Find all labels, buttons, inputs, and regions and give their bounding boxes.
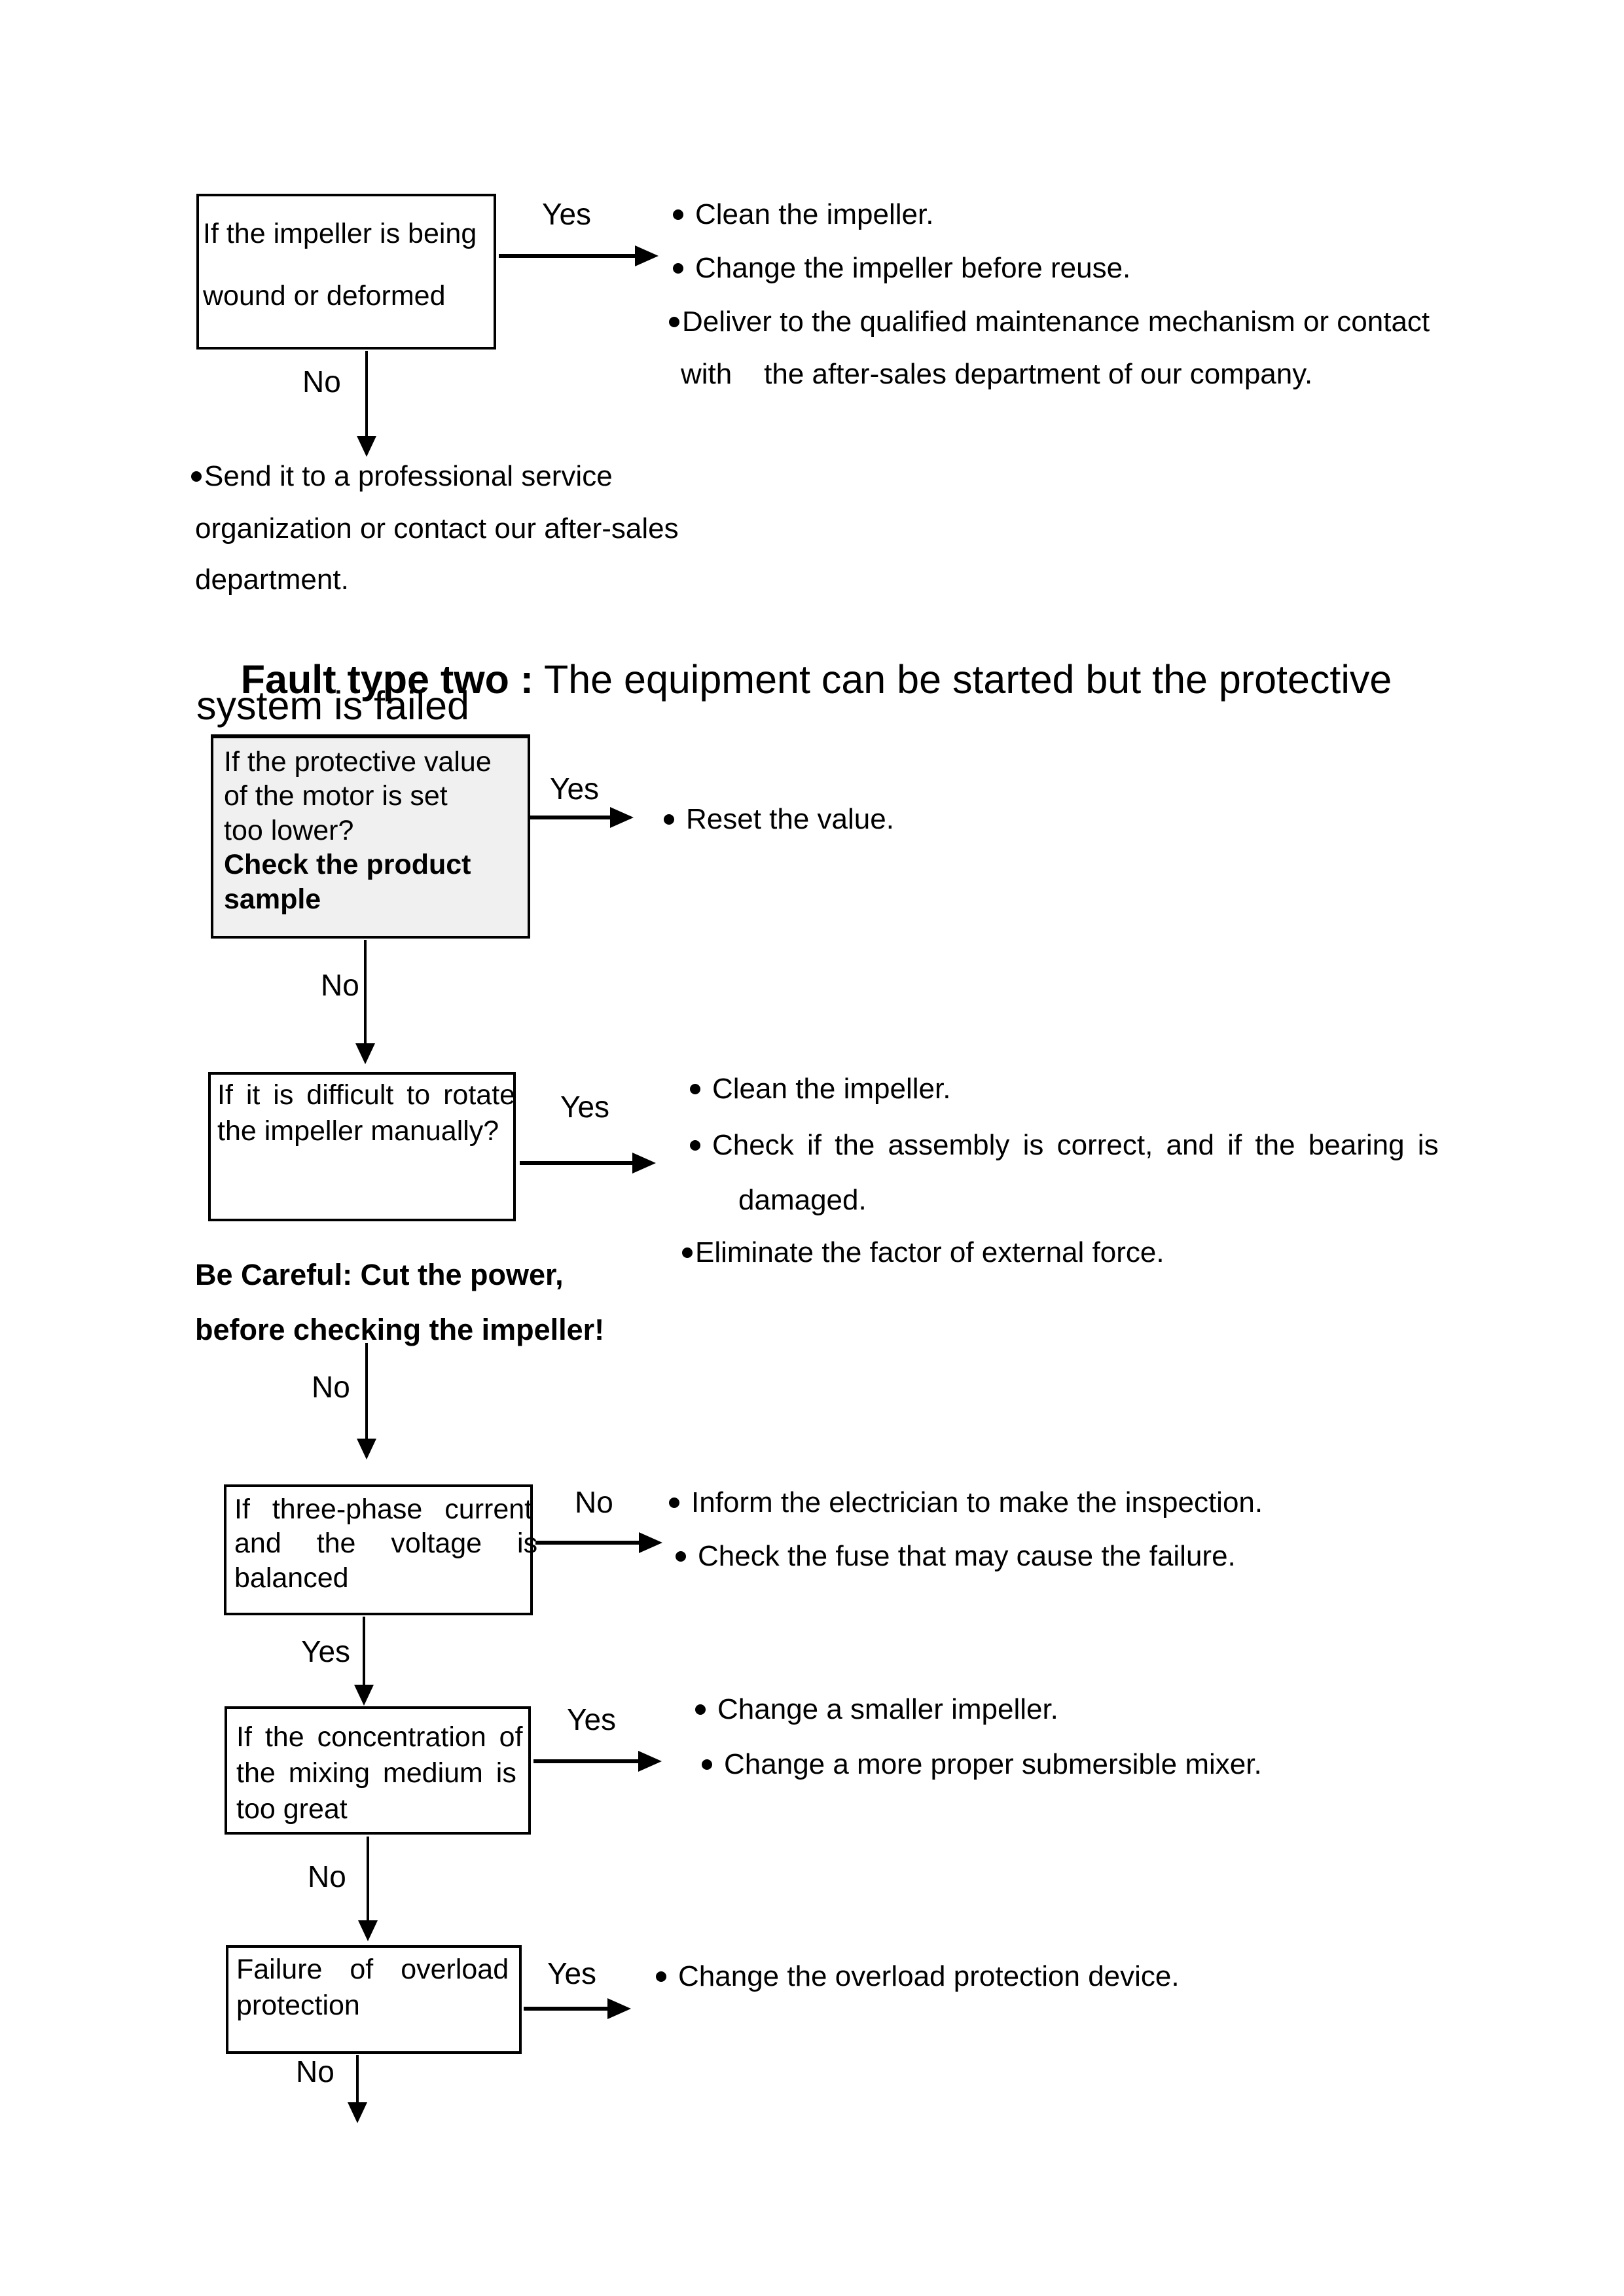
caution-note-line1: Be Careful: Cut the power, [195,1258,564,1291]
bullet-icon [690,1140,700,1151]
yes-label-2: Yes [550,772,600,806]
bullet-icon [702,1759,712,1770]
outcome-item-continuation: with the after-sales department of our c… [681,358,1313,390]
bullet-icon [664,814,674,825]
outcome-item: Deliver to the qualified maintenance mec… [669,304,1430,340]
decision-line: If it is difficult to rotate [217,1079,516,1111]
no-label-2: No [321,968,359,1002]
yes-label-1: Yes [542,197,592,231]
decision-box-overload-protection: Failure of overload protection [226,1945,522,2054]
outcome-item: Check the fuse that may cause the failur… [676,1538,1236,1574]
bullet-icon [656,1971,666,1982]
no-label-3: No [312,1370,350,1404]
outcome-item: Reset the value. [664,801,894,837]
decision-line: If three-phase current [234,1494,533,1525]
decision-box-three-phase: If three-phase current and the voltage i… [224,1484,538,1615]
yes-label-3: Yes [560,1090,610,1124]
yes-label-4: Yes [301,1634,351,1668]
decision-line: too great [236,1793,348,1825]
no-label-4: No [575,1485,613,1519]
no-label-6: No [296,2054,334,2089]
arrow-down-icon [364,940,367,1043]
bullet-icon [669,1498,679,1508]
decision-line: of the motor is set [224,780,448,812]
arrow-right-icon [533,1759,638,1763]
arrow-down-icon [367,1837,369,1920]
decision-box-protective-value: If the protective value of the motor is … [211,734,530,939]
yes-label-6: Yes [547,1956,597,1990]
outcome-item: Clean the impeller. [690,1071,950,1107]
arrow-right-icon [528,816,610,819]
yes-label-5: Yes [567,1702,617,1736]
bullet-icon [673,263,683,274]
no-label-1: No [302,365,341,399]
decision-line: balanced [234,1562,349,1594]
arrow-right-icon [535,1541,639,1545]
arrow-down-icon [356,2055,359,2102]
decision-line: and the voltage is [234,1528,538,1560]
decision-line: If the impeller is being [203,218,477,249]
arrow-right-icon [524,2007,607,2011]
fault-heading-bold: Fault type two : [240,657,534,702]
no-label-5: No [308,1859,346,1893]
decision-line-bold: Check the product [224,849,471,881]
fault-heading-line2: system is failed [196,683,469,728]
outcome-item: Change a smaller impeller. [695,1691,1058,1727]
outcome-item: Inform the electrician to make the inspe… [669,1484,1263,1520]
outcome-item: Change a more proper submersible mixer. [702,1746,1262,1782]
arrow-down-icon [365,1343,368,1439]
arrow-right-icon [499,254,635,258]
bullet-icon [673,209,683,220]
fault-heading-line1: Fault type two : The equipment can be st… [196,614,1392,745]
bullet-icon [669,317,679,327]
decision-line: If the protective value [224,746,492,778]
outcome-item: Change the overload protection device. [656,1958,1180,1994]
outcome-item: Change the impeller before reuse. [673,250,1130,286]
arrow-down-icon [363,1617,365,1685]
outcome-item: Send it to a professional service [191,458,613,494]
arrow-down-icon [365,351,368,436]
decision-line: If the concentration of [236,1721,523,1753]
bullet-icon [682,1247,693,1258]
bullet-icon [191,471,202,482]
outcome-item: Clean the impeller. [673,196,933,232]
decision-line: too lower? [224,814,354,846]
fault-heading-rest: The equipment can be started but the pro… [533,657,1392,702]
decision-box-concentration: If the concentration of the mixing mediu… [225,1706,531,1835]
outcome-item-continuation: department. [195,564,349,596]
decision-line: the impeller manually? [217,1115,499,1147]
decision-line: protection [236,1990,360,2022]
bullet-icon [690,1084,700,1094]
decision-line: Failure of overload [236,1954,509,1985]
bullet-icon [695,1704,706,1715]
outcome-item-continuation: damaged. [738,1184,867,1216]
decision-box-rotate-impeller: If it is difficult to rotate the impelle… [208,1072,516,1221]
caution-note-line2: before checking the impeller! [195,1313,605,1346]
decision-line: wound or deformed [203,279,446,312]
outcome-item: Check if the assembly is correct, and if… [690,1127,1439,1163]
decision-line: the mixing medium is [236,1757,516,1789]
outcome-item: Eliminate the factor of external force. [682,1234,1164,1270]
decision-box-impeller-deformed: If the impeller is being wound or deform… [196,194,496,350]
decision-line-bold: sample [224,883,321,915]
bullet-icon [676,1551,686,1562]
arrow-right-icon [520,1161,632,1165]
outcome-item-continuation: organization or contact our after-sales [195,512,679,545]
